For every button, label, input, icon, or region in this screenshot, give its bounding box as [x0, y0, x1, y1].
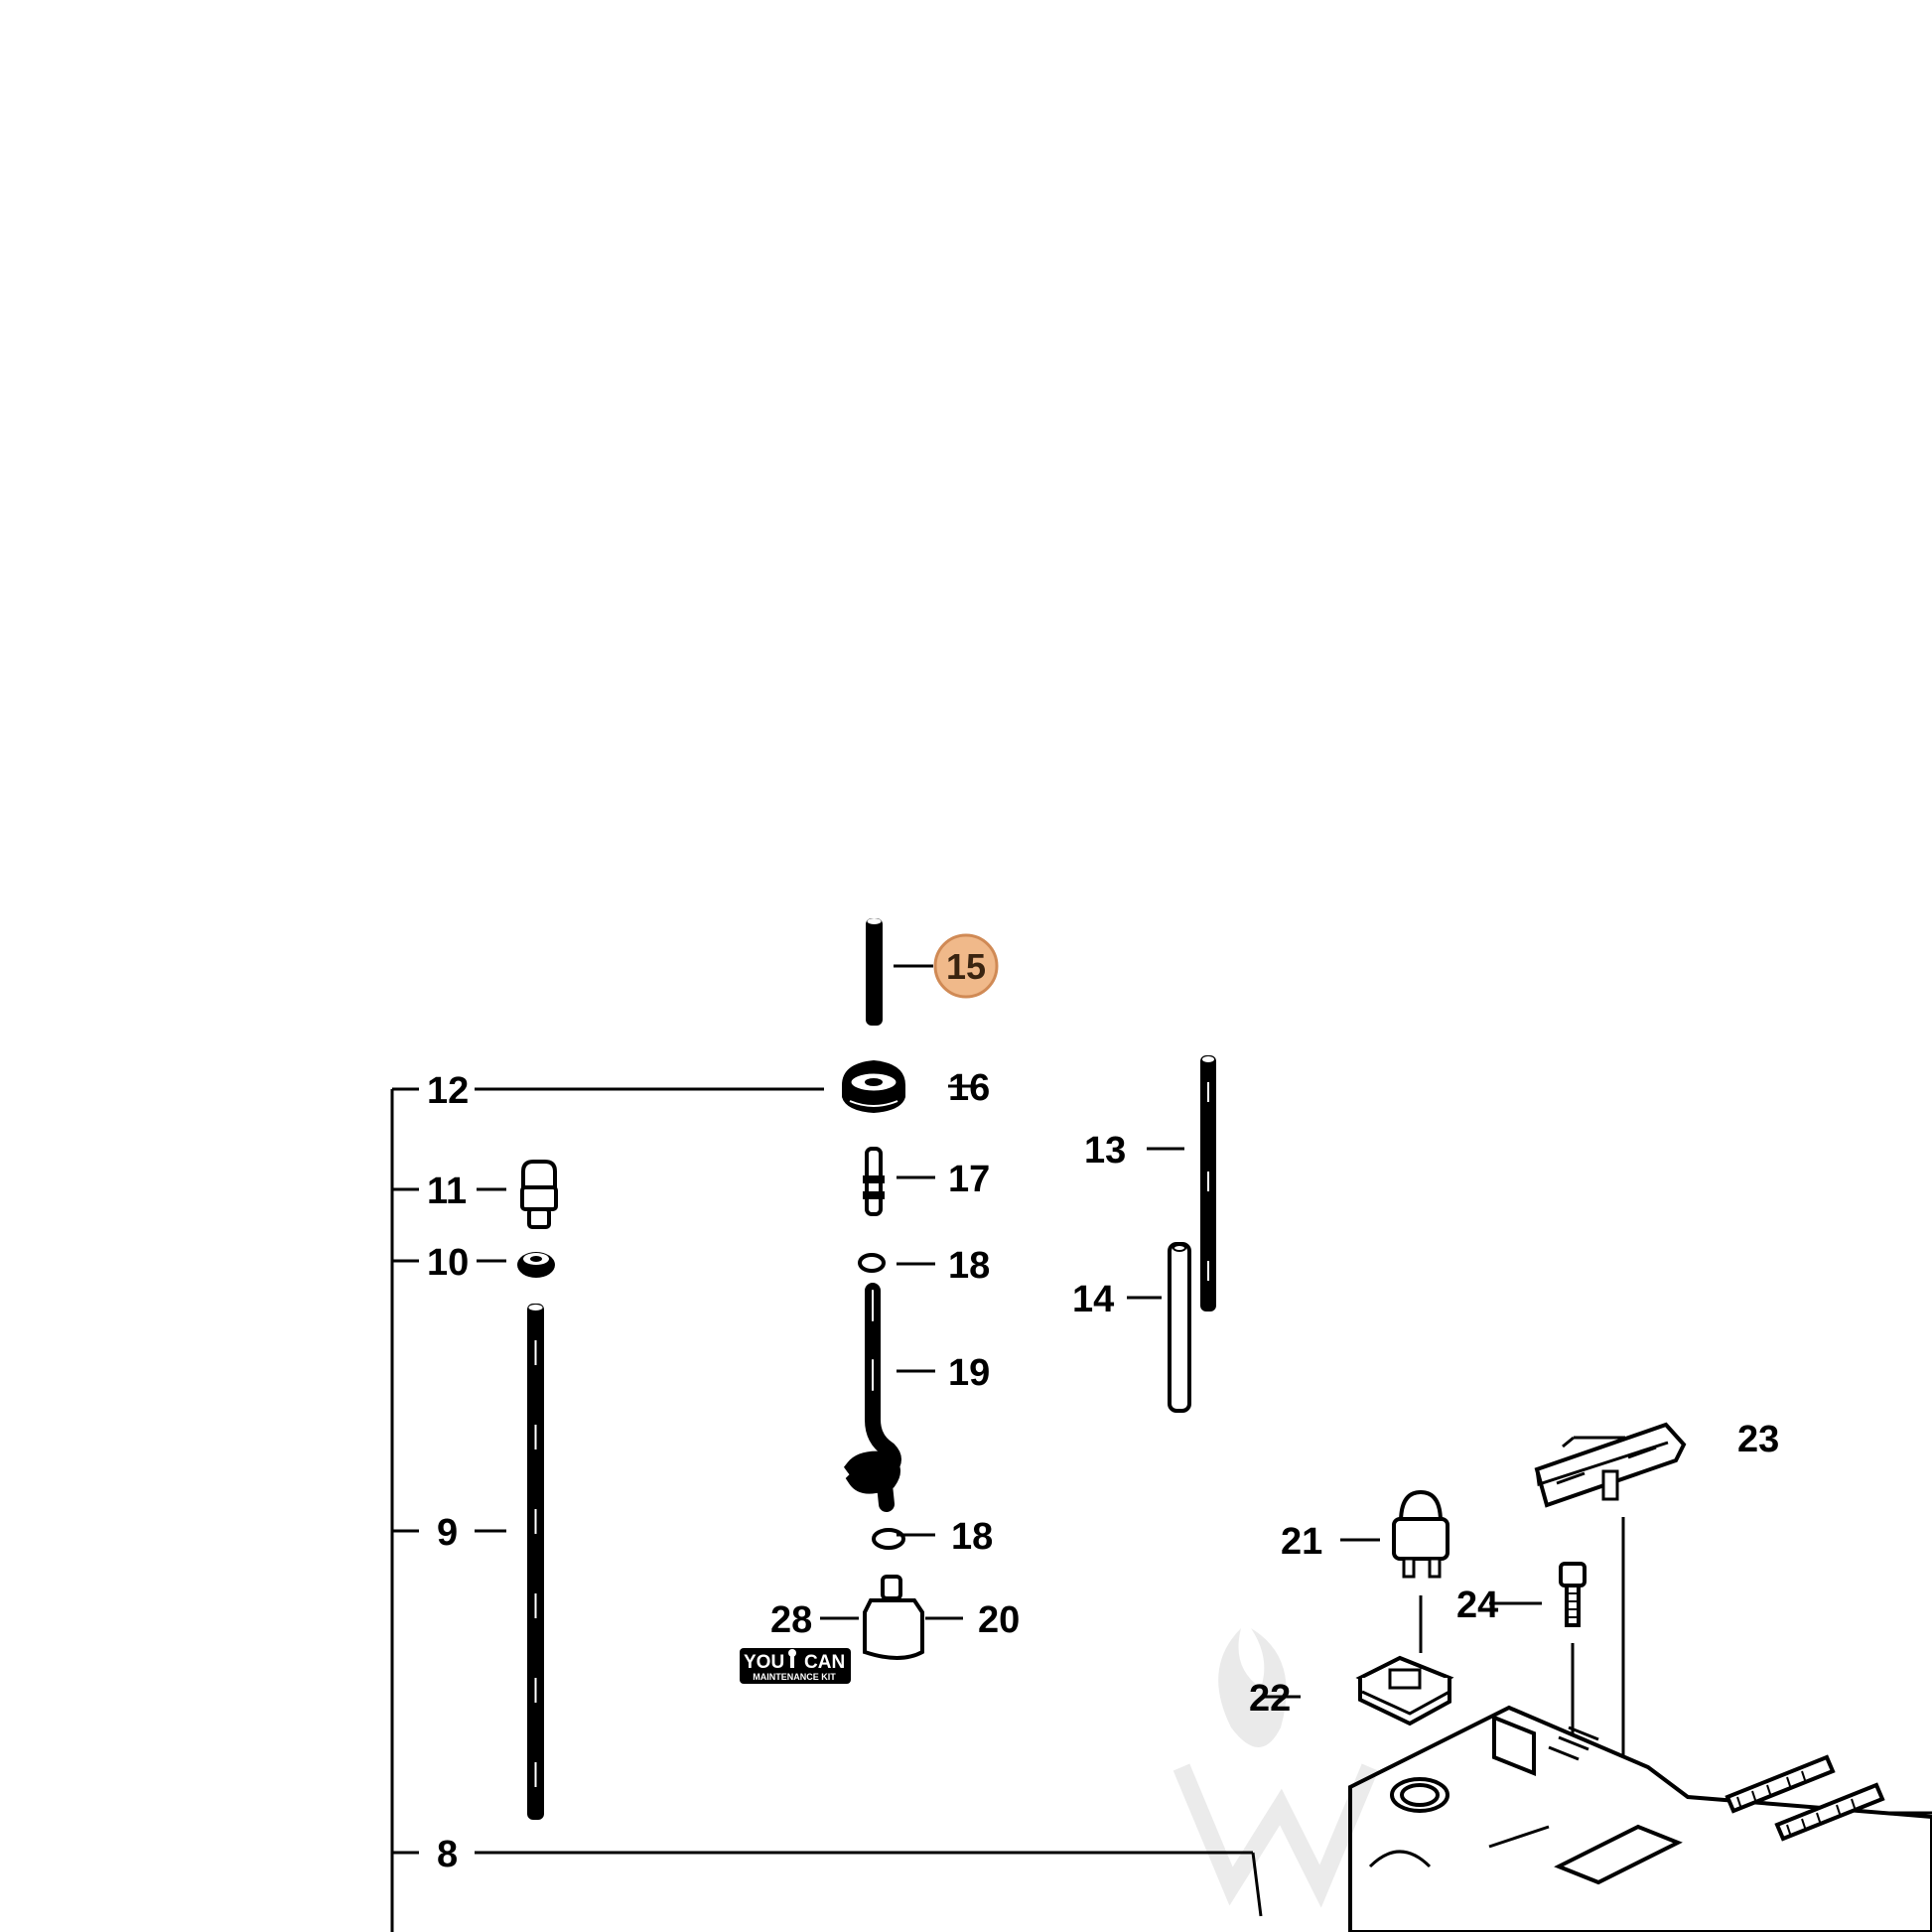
part-14-tube[interactable]	[1168, 1242, 1191, 1413]
callout-9[interactable]: 9	[437, 1512, 458, 1554]
part-23-button[interactable]	[1534, 1422, 1687, 1508]
tank-housing	[1348, 1705, 1932, 1932]
badge-you: YOU	[744, 1652, 784, 1673]
callout-20[interactable]: 20	[978, 1599, 1020, 1641]
watermark-logo	[1173, 1628, 1379, 1908]
callout-14[interactable]: 14	[1072, 1279, 1114, 1320]
part-24-screw[interactable]	[1559, 1562, 1587, 1627]
callout-13[interactable]: 13	[1084, 1130, 1126, 1172]
stud-bolts	[1725, 1754, 1885, 1842]
part-17-connector[interactable]	[863, 1147, 885, 1216]
part-18-clip-upper[interactable]	[858, 1253, 886, 1273]
wrench-icon	[788, 1649, 796, 1668]
callout-28[interactable]: 28	[770, 1599, 812, 1641]
callout-labels: 15 12 11 10 9 8 16 17 18 19 18 20 28 13 …	[427, 946, 1779, 1875]
callout-18-upper[interactable]: 18	[948, 1245, 990, 1287]
callout-23[interactable]: 23	[1737, 1419, 1779, 1460]
part-16-grommet[interactable]	[842, 1060, 905, 1113]
part-22-valve[interactable]	[1355, 1655, 1454, 1726]
callout-15[interactable]: 15	[946, 946, 986, 987]
callout-10[interactable]: 10	[427, 1242, 469, 1284]
maintenance-kit-badge: YOU CAN MAINTENANCE KIT	[740, 1648, 851, 1684]
group-bracket	[390, 1087, 419, 1932]
callout-18-lower[interactable]: 18	[951, 1516, 993, 1558]
callout-11[interactable]: 11	[427, 1171, 467, 1212]
part-10-seal[interactable]	[517, 1252, 555, 1278]
callout-19[interactable]: 19	[948, 1352, 990, 1394]
badge-maintenance-kit: MAINTENANCE KIT	[753, 1672, 836, 1682]
part-11-fitting[interactable]	[520, 1160, 558, 1229]
callout-17[interactable]: 17	[948, 1159, 990, 1200]
part-9-long-hose[interactable]	[527, 1304, 544, 1820]
part-15-hose[interactable]	[866, 918, 883, 1026]
callout-16[interactable]: 16	[948, 1067, 990, 1109]
badge-can: CAN	[804, 1652, 845, 1673]
callout-24[interactable]: 24	[1456, 1585, 1498, 1626]
callout-21[interactable]: 21	[1281, 1521, 1322, 1563]
part-21-primer-bulb[interactable]	[1392, 1489, 1449, 1579]
callout-22[interactable]: 22	[1249, 1678, 1291, 1720]
part-19-pickup-hose[interactable]	[843, 1283, 901, 1512]
highlight-circle	[933, 933, 999, 999]
part-20-fuel-pickup[interactable]	[863, 1575, 924, 1660]
callout-8[interactable]: 8	[437, 1834, 458, 1875]
part-13-hose[interactable]	[1200, 1055, 1216, 1311]
part-18-clip-lower[interactable]	[872, 1528, 905, 1550]
callout-12[interactable]: 12	[427, 1070, 469, 1112]
